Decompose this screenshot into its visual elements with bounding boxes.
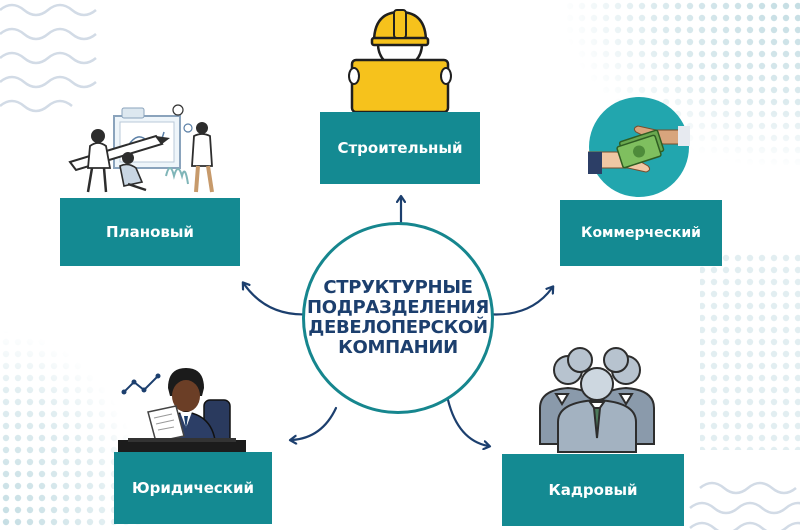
arrow-to-hr (446, 398, 488, 446)
construction-worker-icon (348, 9, 452, 114)
center-title: СТРУКТУРНЫЕ ПОДРАЗДЕЛЕНИЯ ДЕВЕЛОПЕРСКОЙ … (307, 277, 489, 358)
department-construction: Строительный (320, 112, 480, 184)
wave-lines-bottom-right (689, 481, 800, 530)
department-hr-label: Кадровый (548, 481, 638, 499)
lawyer-at-desk-icon (118, 368, 246, 454)
center-circle: СТРУКТУРНЫЕ ПОДРАЗДЕЛЕНИЯ ДЕВЕЛОПЕРСКОЙ … (302, 222, 494, 414)
staff-group-icon (539, 347, 655, 453)
wave-lines-top-left (0, 3, 97, 113)
arrow-to-legal (292, 406, 338, 440)
arrow-to-commercial (484, 288, 552, 316)
department-legal: Юридический (114, 452, 272, 524)
department-legal-label: Юридический (131, 479, 255, 497)
department-planning-label: Плановый (106, 223, 194, 241)
dot-pattern-right (700, 250, 800, 450)
department-hr: Кадровый (502, 454, 684, 526)
department-planning: Плановый (60, 198, 240, 266)
department-commercial-label: Коммерческий (581, 225, 701, 241)
money-exchange-icon (588, 97, 690, 197)
planning-team-icon (68, 104, 214, 193)
department-commercial: Коммерческий (560, 200, 722, 266)
department-construction-label: Строительный (337, 139, 463, 157)
